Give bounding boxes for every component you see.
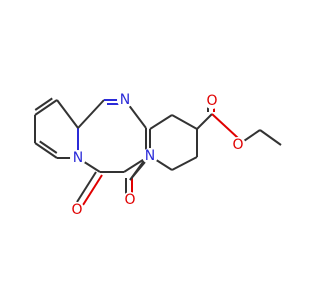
bond-piperidine-5: [149, 114, 173, 130]
atom-label-N_pyrimidine: N: [120, 92, 130, 108]
atom-N_piperidine: N: [142, 148, 158, 164]
atom-background: [142, 148, 158, 164]
atom-label-O_amide: O: [124, 192, 135, 208]
atom-label-O_ring_carbonyl: O: [71, 202, 82, 218]
bond-left-ring-double-1: [34, 97, 53, 111]
atom-background: [70, 150, 86, 166]
bond-ester-ethyl-2: [259, 129, 282, 146]
atom-background: [204, 93, 220, 109]
bonds: [34, 97, 282, 206]
bond-left-ring-1: [34, 99, 58, 116]
bond-pyr-5: [123, 157, 147, 173]
atom-O_amide: O: [122, 192, 138, 208]
bond-left-ring-6: [56, 99, 79, 129]
atom-N_bridge: N: [70, 150, 86, 166]
bond-piperidine-2: [171, 156, 198, 171]
atom-O_ester_ether: O: [230, 137, 246, 153]
bond-left-ring-3: [34, 142, 58, 159]
atom-labels: O N N O N O O: [69, 92, 246, 218]
bond-ring-carbonyl-a: [76, 171, 97, 203]
bond-left-ring-double-2: [39, 140, 58, 154]
bond-pyr-1: [77, 99, 105, 129]
atom-O_ring_carbonyl: O: [69, 202, 85, 218]
atom-background: [230, 137, 246, 153]
bond-ester-oxygen: [211, 113, 239, 139]
atom-background: [69, 202, 85, 218]
bond-piperidine-4: [171, 114, 198, 130]
atom-background: [122, 192, 138, 208]
atom-background: [117, 92, 133, 108]
atom-O_ester_carbonyl: O: [204, 93, 220, 109]
bond-ring-carbonyl-b: [82, 174, 103, 206]
atom-label-O_ester_carbonyl: O: [206, 93, 217, 109]
chemical-structure-diagram: O N N O N O O: [34, 92, 282, 218]
atom-N_pyrimidine: N: [117, 92, 133, 108]
atom-label-N_piperidine: N: [145, 148, 155, 164]
atom-label-O_ester_ether: O: [232, 137, 243, 153]
bond-ester-carbon: [196, 113, 213, 130]
atom-label-N_bridge: N: [73, 150, 83, 166]
